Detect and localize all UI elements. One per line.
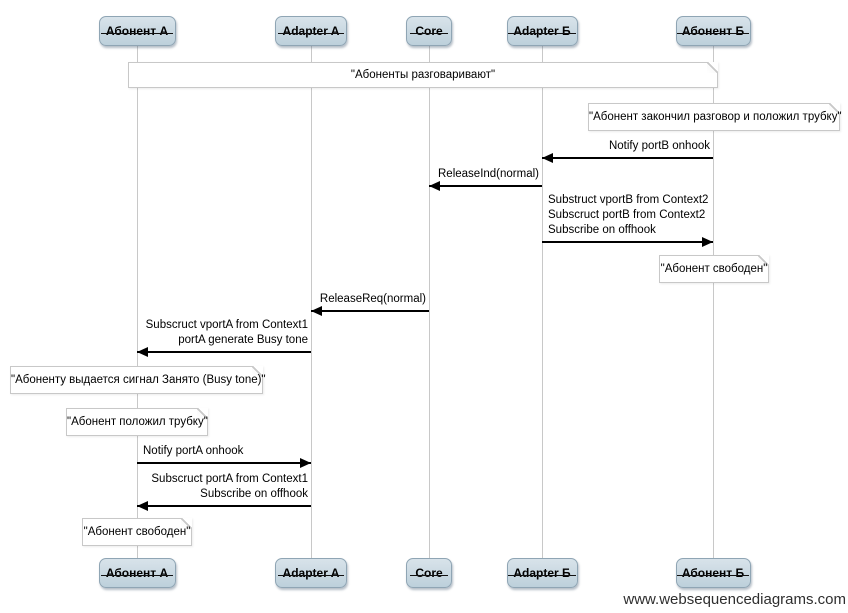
msg-notify-portb-onhook: Notify portB onhook [542, 139, 713, 163]
note-a-free: "Абонент свободен" [82, 518, 192, 546]
note-a-hangup: "Абонент положил трубку" [66, 408, 208, 436]
message-label: Notify portA onhook [143, 445, 244, 457]
note-text: "Абоненты разговаривают" [350, 69, 496, 81]
note-text: "Абонент свободен" [83, 526, 191, 538]
arrowhead-left-icon [429, 181, 440, 191]
message-line [542, 157, 713, 159]
lifeline-abonent-a [137, 46, 138, 558]
actor-label: Core [410, 24, 449, 38]
actor-label: Core [410, 566, 449, 580]
message-label: portA generate Busy tone [178, 334, 308, 346]
actor-label: Adapter A [277, 566, 345, 580]
message-label: Subscribe on offhook [200, 488, 308, 500]
msg-release-ind: ReleaseInd(normal) [429, 167, 542, 191]
message-line [542, 241, 713, 243]
lifeline-abonent-b [713, 46, 714, 558]
actor-core-bottom: Core [406, 558, 452, 588]
actor-abonent-b-top: Абонент Б [675, 16, 751, 46]
message-label: Subscribe on offhook [548, 224, 656, 236]
actor-label: Абонент Б [676, 566, 750, 580]
message-label: Notify portB onhook [608, 140, 710, 152]
arrowhead-left-icon [542, 153, 553, 163]
note-fold-icon [707, 62, 718, 73]
lifeline-adapter-a [311, 46, 312, 558]
actor-abonent-b-bottom: Абонент Б [675, 558, 751, 588]
actor-label: Adapter Б [508, 24, 576, 38]
note-fold-icon [758, 255, 769, 266]
message-line [137, 462, 311, 464]
msg-subscruct-vporta: Subscruct vportA from Context1 portA gene… [137, 318, 311, 357]
actor-label: Абонент A [100, 24, 174, 38]
message-label: Subscruct vportA from Context1 [145, 319, 308, 331]
message-label: ReleaseReq(normal) [319, 293, 426, 305]
message-line [137, 505, 311, 507]
note-fold-icon [829, 103, 840, 114]
arrowhead-left-icon [311, 306, 322, 316]
actor-adapter-a-bottom: Adapter A [275, 558, 347, 588]
message-line [137, 351, 311, 353]
note-conversation: "Абоненты разговаривают" [128, 62, 718, 88]
message-label: Subscruct portB from Context2 [548, 209, 706, 221]
note-fold-icon [252, 366, 263, 377]
message-label: Substruct vportB from Context2 [548, 194, 709, 206]
note-text: "Абонент свободен" [660, 263, 768, 275]
actor-label: Абонент Б [676, 24, 750, 38]
arrowhead-right-icon [702, 237, 713, 247]
actor-label: Абонент A [100, 566, 174, 580]
note-b-hangup: "Абонент закончил разговор и положил тру… [588, 103, 842, 131]
arrowhead-right-icon [300, 458, 311, 468]
message-line [429, 185, 542, 187]
actor-label: Adapter Б [508, 566, 576, 580]
watermark: www.websequencediagrams.com [623, 591, 846, 608]
actor-adapter-a-top: Adapter A [275, 16, 347, 46]
note-text: "Абоненту выдается сигнал Занято (Busy t… [11, 374, 266, 386]
arrowhead-left-icon [137, 501, 148, 511]
actor-abonent-a-bottom: Абонент A [98, 558, 176, 588]
actor-adapter-b-top: Adapter Б [506, 16, 578, 46]
note-text: "Абонент положил трубку" [67, 416, 208, 428]
arrowhead-left-icon [137, 347, 148, 357]
actor-abonent-a-top: Абонент A [98, 16, 176, 46]
note-text: "Абонент закончил разговор и положил тру… [589, 111, 842, 123]
message-label: ReleaseInd(normal) [438, 168, 539, 180]
message-line [311, 310, 429, 312]
msg-notify-porta-onhook: Notify portA onhook [137, 444, 311, 468]
actor-adapter-b-bottom: Adapter Б [506, 558, 578, 588]
actor-label: Adapter A [277, 24, 345, 38]
note-fold-icon [197, 408, 208, 419]
message-label: Subscruct portA from Context1 [151, 473, 308, 485]
lifeline-adapter-b [542, 46, 543, 558]
msg-release-req: ReleaseReq(normal) [311, 292, 429, 316]
note-b-free: "Абонент свободен" [659, 255, 769, 283]
note-fold-icon [181, 518, 192, 529]
lifeline-core [429, 46, 430, 558]
actor-core-top: Core [406, 16, 452, 46]
note-a-busy-tone: "Абоненту выдается сигнал Занято (Busy t… [10, 366, 266, 394]
